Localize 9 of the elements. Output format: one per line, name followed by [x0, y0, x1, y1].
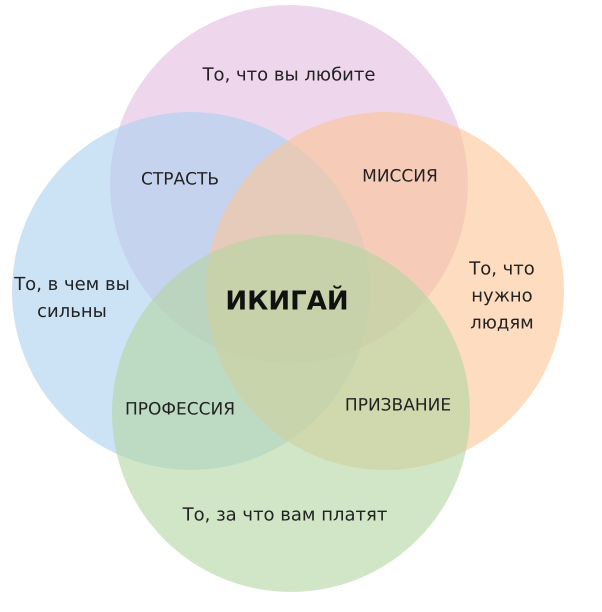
overlap-label: ПРИЗВАНИЕ	[344, 394, 452, 418]
overlap-label: ПРОФЕССИЯ	[124, 398, 236, 422]
circle-label: То, что вы любите	[202, 64, 376, 88]
circle-label: То, в чем вы сильны	[13, 273, 131, 324]
overlap-label: СТРАСТЬ	[140, 168, 220, 192]
overlap-label: МИССИЯ	[362, 165, 438, 188]
circle-label: То, что нужно людям	[468, 258, 536, 336]
circle-label: То, за что вам платят	[182, 504, 388, 528]
center-title: ИКИГАЙ	[225, 284, 349, 318]
